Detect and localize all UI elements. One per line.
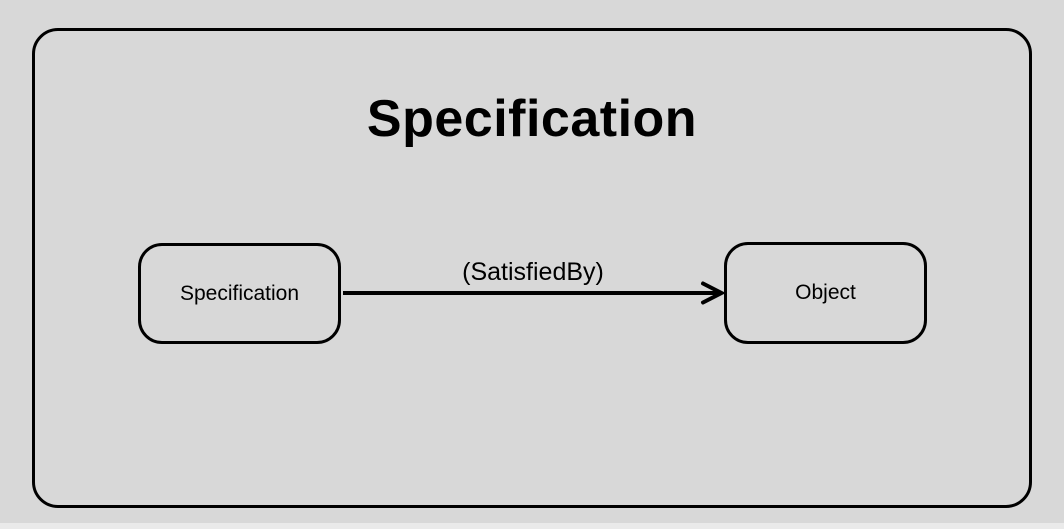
diagram-title: Specification	[366, 90, 698, 148]
node-specification-label: Specification	[179, 281, 300, 305]
bottom-edge-strip	[0, 523, 1064, 529]
diagram-frame	[32, 28, 1032, 508]
node-specification: Specification	[138, 243, 341, 344]
edge-label: (SatisfiedBy)	[462, 258, 604, 286]
node-object: Object	[724, 242, 927, 344]
node-object-label: Object	[795, 281, 856, 304]
